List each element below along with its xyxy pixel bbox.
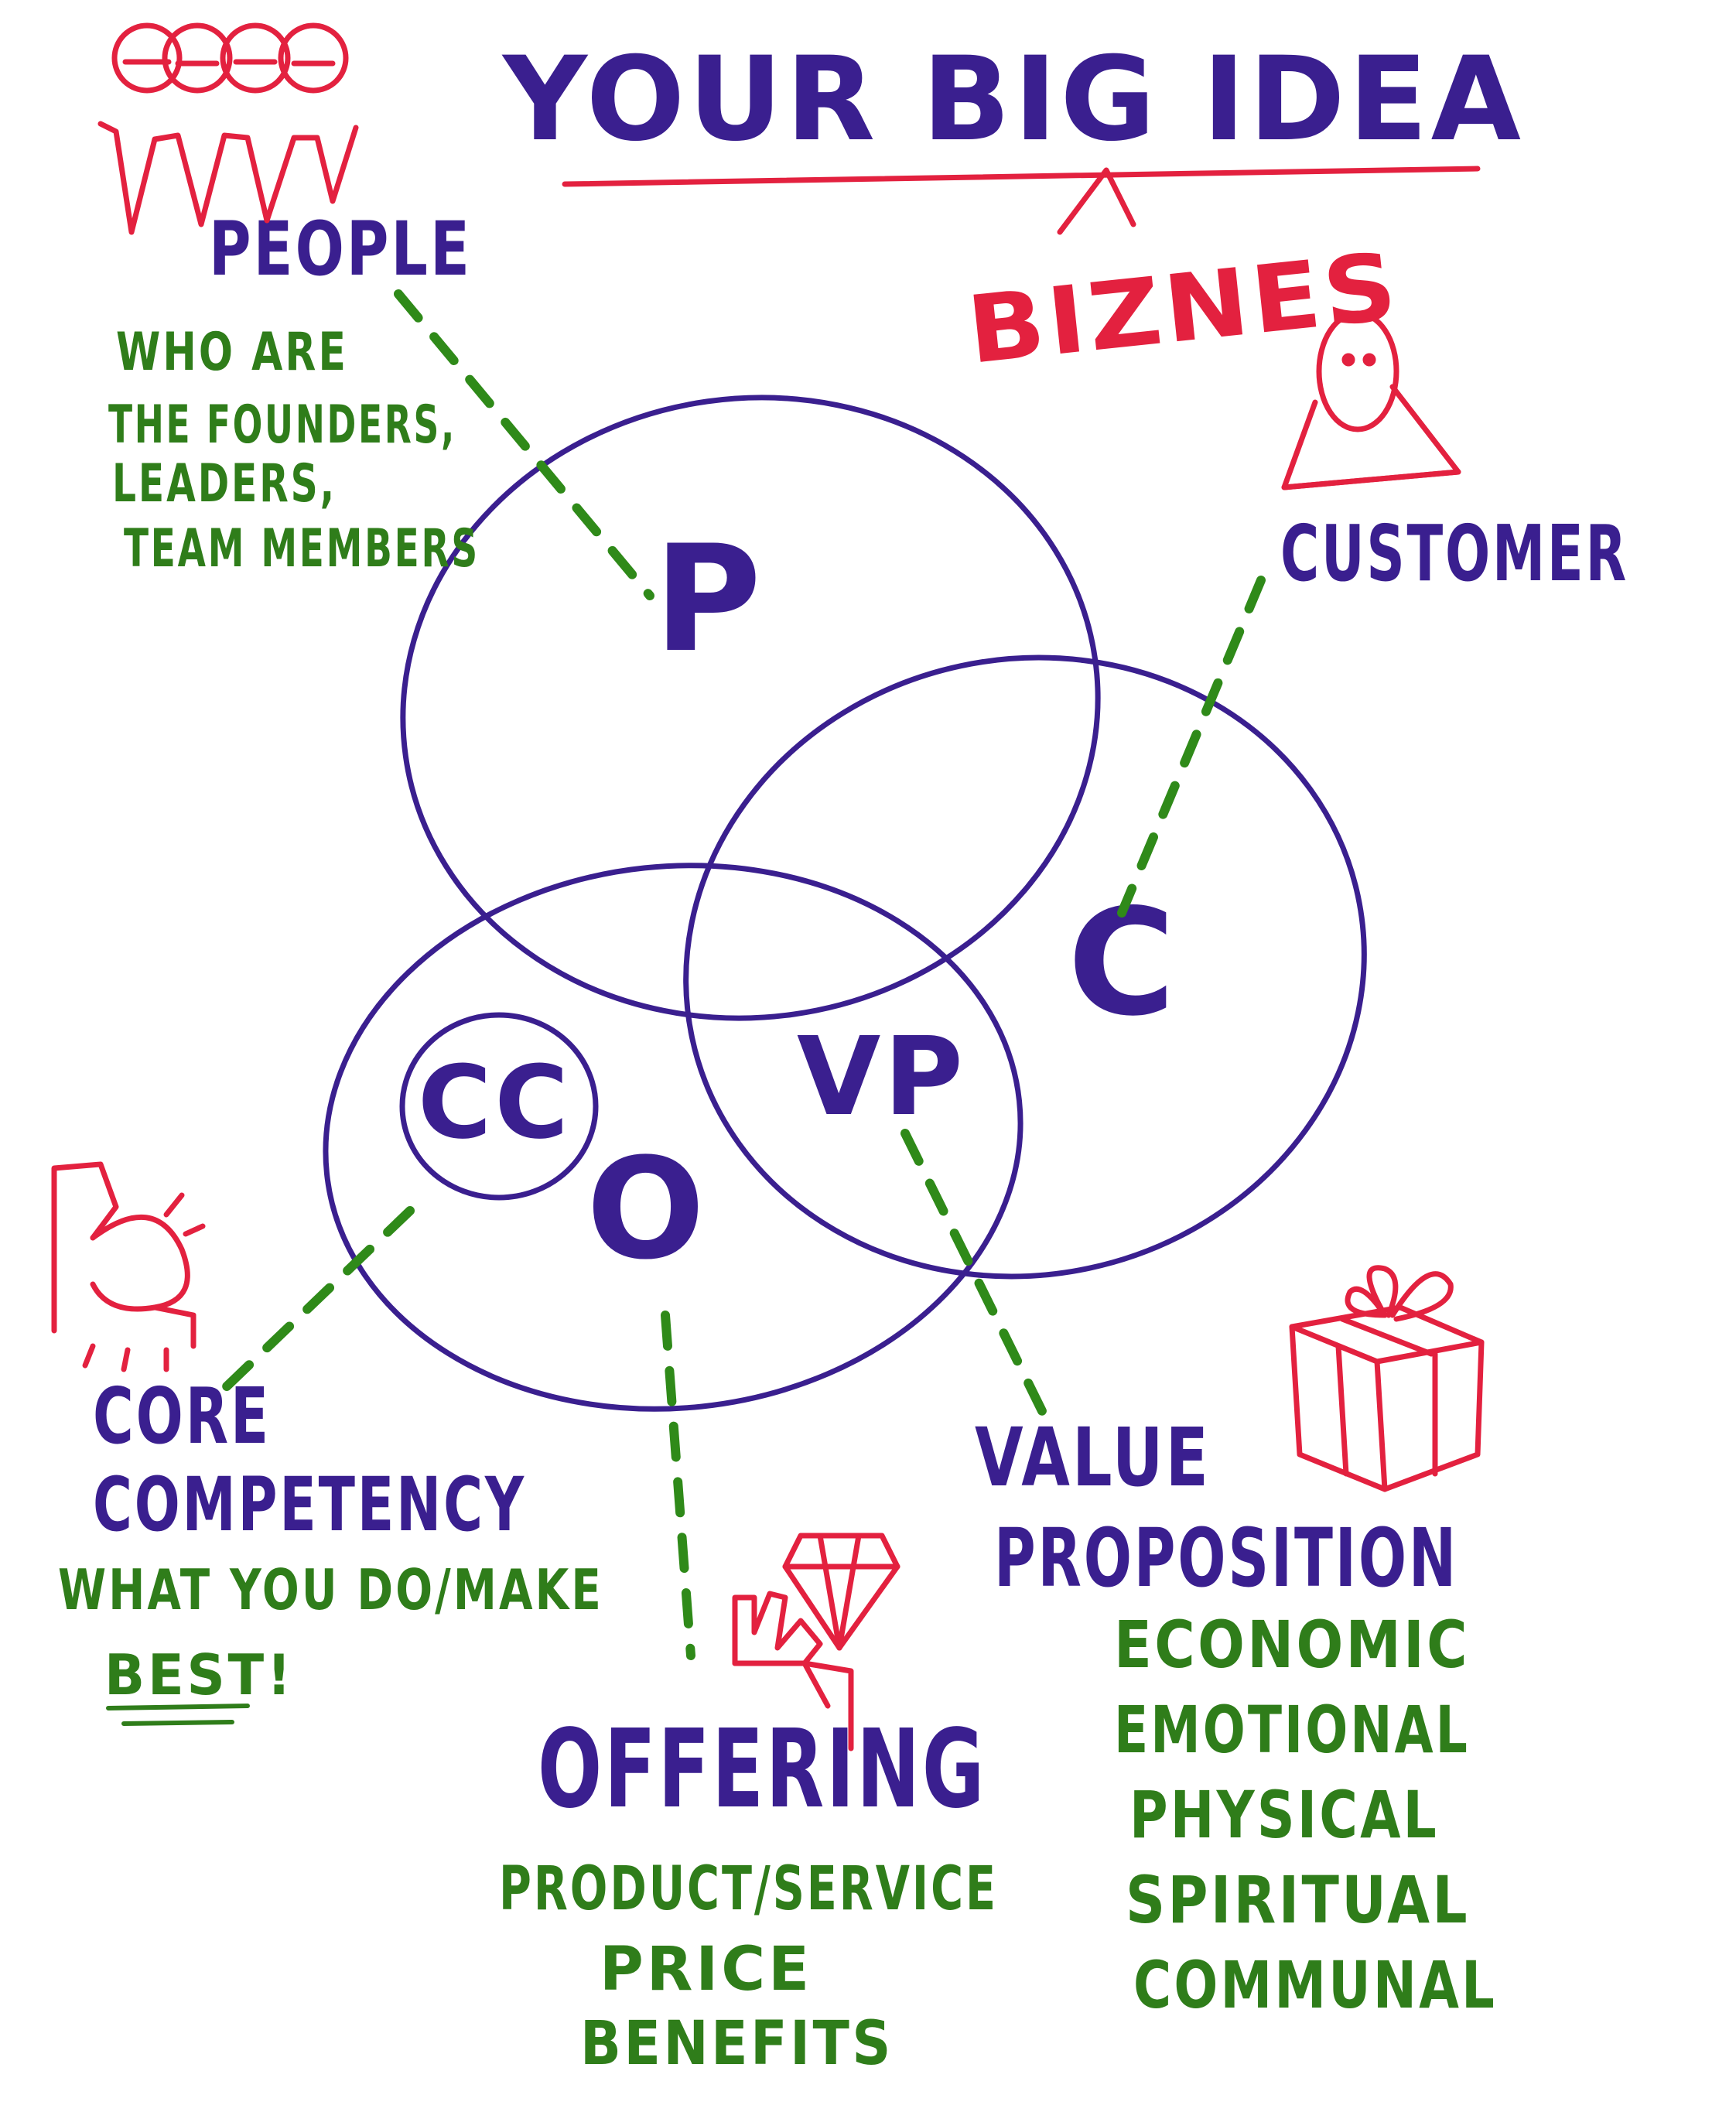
core-heading-line-1: CORE <box>93 1371 271 1461</box>
value-heading-line-2: PROPOSITION <box>994 1511 1458 1605</box>
people-line-4: TEAM MEMBERS <box>124 518 480 579</box>
core-competency-description: WHAT YOU DO/MAKE BEST! <box>58 1557 603 1707</box>
people-description: WHO ARE THE FOUNDERS, LEADERS, TEAM MEMB… <box>108 322 480 579</box>
value-line-2: EMOTIONAL <box>1114 1692 1470 1768</box>
value-line-3: PHYSICAL <box>1129 1777 1439 1853</box>
offering-circle <box>323 863 1023 1412</box>
people-line-1: WHO ARE <box>116 322 348 383</box>
offering-line-3: BENEFITS <box>580 2009 894 2079</box>
people-circle <box>400 395 1101 1021</box>
value-prop-letter: VP <box>797 1014 966 1140</box>
customer-heading: CUSTOMER <box>1280 508 1628 599</box>
offering-letter: O <box>586 1129 708 1290</box>
offering-line-1: PRODUCT/SERVICE <box>499 1854 998 1924</box>
page-title: YOUR BIG IDEA <box>501 32 1524 167</box>
customer-circle <box>683 654 1367 1280</box>
title-underline <box>562 166 1481 187</box>
flexed-arm-icon <box>51 1161 206 1372</box>
offering-line-2: PRICE <box>600 1935 812 2004</box>
customer-person-icon <box>1281 310 1461 490</box>
value-proposition-description: ECONOMIC EMOTIONAL PHYSICAL SPIRITUAL CO… <box>1114 1607 1497 2023</box>
people-line-2: THE FOUNDERS, <box>108 395 456 456</box>
core-competency-heading: CORE COMPETENCY <box>93 1371 526 1548</box>
insert-caret <box>1057 167 1136 235</box>
gift-box-icon <box>1289 1265 1485 1492</box>
core-heading-line-2: COMPETENCY <box>93 1461 526 1548</box>
core-competency-circle <box>399 1012 599 1201</box>
core-line-2: BEST! <box>104 1642 294 1707</box>
offering-description: PRODUCT/SERVICE PRICE BENEFITS <box>499 1854 998 2079</box>
core-line-1: WHAT YOU DO/MAKE <box>58 1557 603 1622</box>
value-line-1: ECONOMIC <box>1114 1607 1470 1683</box>
offering-connector <box>661 1311 695 1660</box>
best-underline-2 <box>121 1720 234 1726</box>
value-proposition-heading: VALUE PROPOSITION <box>975 1410 1458 1605</box>
customer-connector <box>1117 576 1266 918</box>
offering-heading: OFFERING <box>538 1707 986 1833</box>
value-line-5: COMMUNAL <box>1133 1947 1497 2023</box>
people-letter: P <box>654 514 764 685</box>
hand-holding-diamond-icon <box>732 1533 900 1751</box>
value-prop-connector <box>900 1129 1049 1420</box>
best-underline-1 <box>106 1704 250 1710</box>
value-heading-line-1: VALUE <box>975 1410 1211 1505</box>
people-heading: PEOPLE <box>209 206 472 292</box>
value-line-4: SPIRITUAL <box>1126 1862 1470 1938</box>
core-connector <box>220 1206 415 1393</box>
core-letter: CC <box>418 1044 572 1161</box>
people-line-3: LEADERS, <box>112 453 337 514</box>
group-of-people-icon <box>97 22 359 235</box>
people-connector <box>394 289 654 600</box>
caret-insert-text: BIZNES <box>962 233 1404 385</box>
